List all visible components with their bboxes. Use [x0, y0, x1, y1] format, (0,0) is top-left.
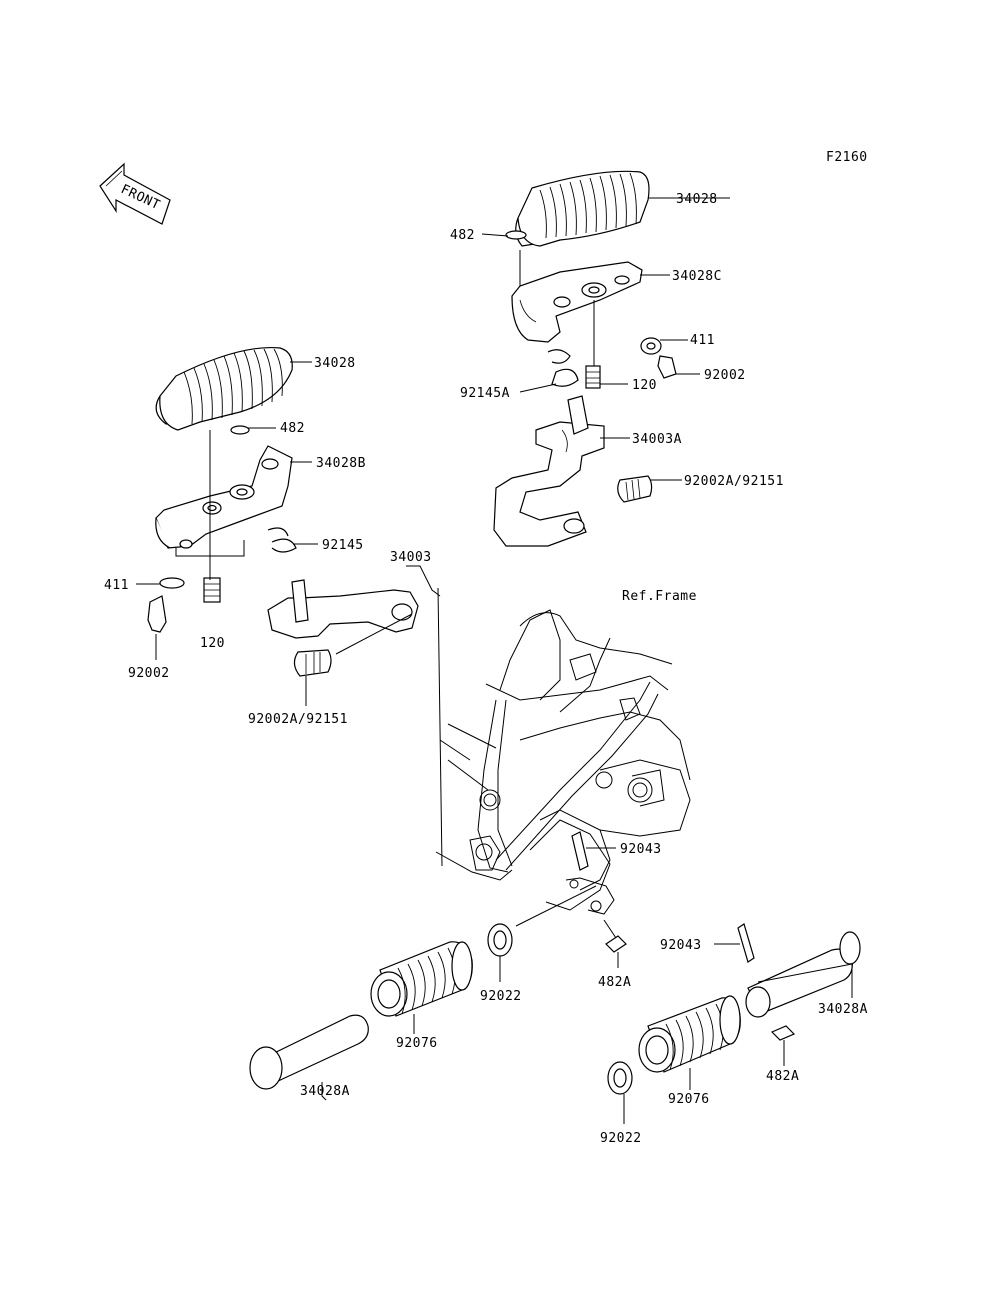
right-footpeg-rubber [515, 170, 650, 247]
callout-34028A-right: 34028A [818, 1002, 868, 1017]
right-small-parts [505, 230, 677, 389]
callout-34028A-left: 34028A [300, 1084, 350, 1099]
callout-92022-left: 92022 [480, 989, 522, 1004]
left-leaders [136, 361, 443, 867]
washer-482A-upper [605, 935, 627, 953]
callout-482A-lower: 482A [766, 1069, 799, 1084]
callout-92002A-92151-right: 92002A/92151 [684, 474, 784, 489]
left-washer-92022 [487, 923, 513, 957]
callout-482-upper-right: 482 [450, 228, 475, 243]
callout-92145: 92145 [322, 538, 364, 553]
pin-92043-right [737, 923, 755, 963]
front-arrow-icon: FRONT [99, 162, 171, 225]
callout-482-left: 482 [280, 421, 305, 436]
callout-92002-right: 92002 [704, 368, 746, 383]
callout-92043-frame: 92043 [620, 842, 662, 857]
callout-120-right: 120 [632, 378, 657, 393]
right-peg-34028A [745, 931, 861, 1018]
washer-482A-lower [770, 1025, 796, 1041]
callout-34028B: 34028B [316, 456, 366, 471]
left-small-parts [147, 425, 297, 633]
left-bracket-34003 [267, 579, 419, 677]
callout-92145A: 92145A [460, 386, 510, 401]
reference-frame [435, 609, 691, 915]
diagram-code: F2160 [826, 150, 868, 165]
callout-34003A: 34003A [632, 432, 682, 447]
callout-34028-left: 34028 [314, 356, 356, 371]
upper-right-leaders [481, 197, 730, 481]
callout-labels: 34028 482 34028C 411 92002 120 92145A 34… [104, 192, 868, 1146]
callout-92002-left: 92002 [128, 666, 170, 681]
ref-frame-label: Ref.Frame [622, 589, 697, 604]
left-footpeg-bracket [155, 445, 293, 549]
callout-92076-left: 92076 [396, 1036, 438, 1051]
callout-92022-right: 92022 [600, 1131, 642, 1146]
left-peg-34028A [249, 1014, 369, 1090]
callout-120-left: 120 [200, 636, 225, 651]
callout-482A-upper: 482A [598, 975, 631, 990]
right-washer-92022 [607, 1061, 633, 1095]
callout-92076-right: 92076 [668, 1092, 710, 1107]
callout-34028C: 34028C [672, 269, 722, 284]
callout-34003: 34003 [390, 550, 432, 565]
right-bracket-34003A [493, 395, 653, 547]
right-rubber-92076 [638, 995, 741, 1073]
right-footpeg-bracket [511, 261, 643, 343]
left-footpeg-rubber [155, 346, 293, 431]
lower-leaders [321, 847, 853, 1124]
callout-411-right: 411 [690, 333, 715, 348]
callout-92043-right: 92043 [660, 938, 702, 953]
left-rubber-92076 [370, 941, 473, 1017]
callout-411-left: 411 [104, 578, 129, 593]
callout-92002A-92151-left: 92002A/92151 [248, 712, 348, 727]
callout-34028-upper-right: 34028 [676, 192, 718, 207]
